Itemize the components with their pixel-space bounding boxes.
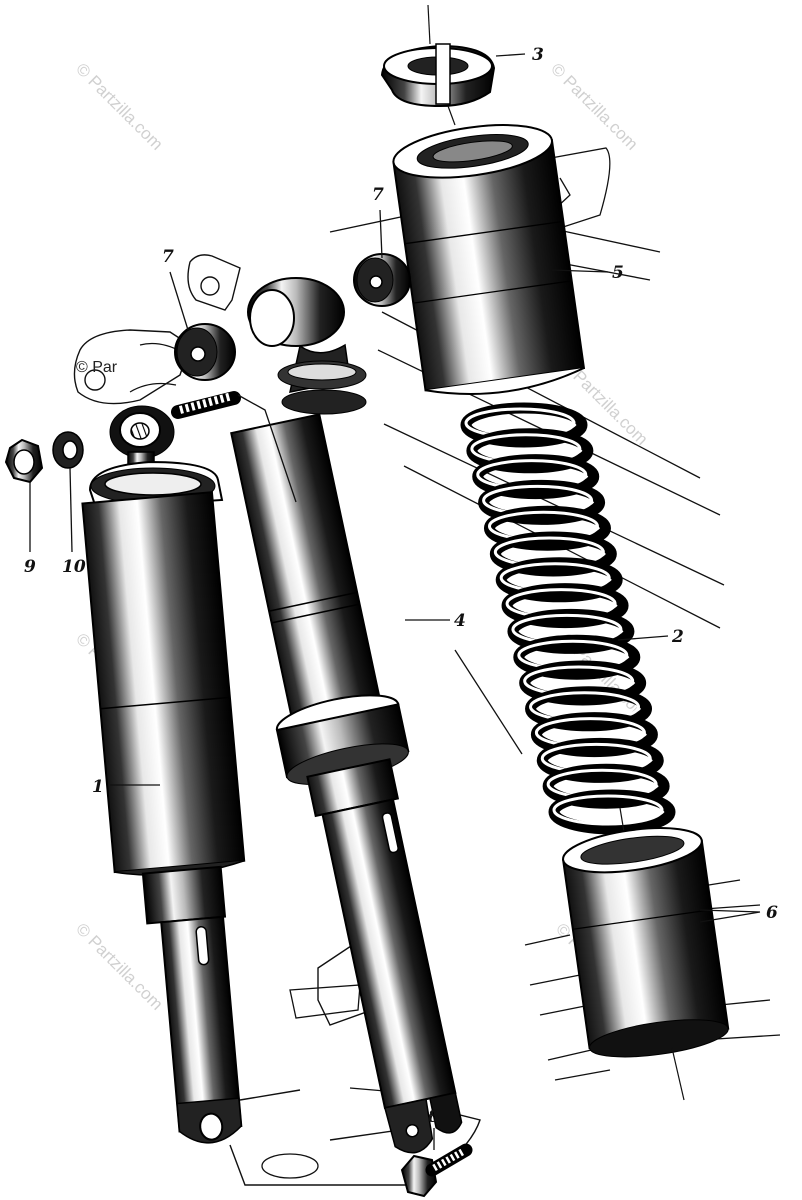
callout-10: 10 <box>62 557 86 577</box>
callout-labels: 3 5 7 7 2 4 6 1 8 9 10 <box>24 45 778 1127</box>
callout-7-right: 7 <box>372 185 384 205</box>
partial-watermark-text: © Par <box>76 359 118 376</box>
callout-9: 9 <box>24 557 36 577</box>
watermark-text: © Partzilla.com <box>72 59 166 153</box>
callout-1: 1 <box>92 777 104 797</box>
callout-4: 4 <box>454 611 466 631</box>
callout-2: 2 <box>671 627 684 647</box>
small-spring-bolt-part <box>171 391 297 503</box>
upper-cover-part <box>392 105 586 395</box>
lower-cover-part <box>561 807 730 1101</box>
spring-seat-part <box>380 4 496 108</box>
nut-part <box>4 438 44 484</box>
spring-coil-highlight <box>552 794 664 826</box>
leader-lines <box>29 53 761 1150</box>
watermark-text: © Partzilla.com <box>72 919 166 1013</box>
callout-6: 6 <box>766 903 778 923</box>
callout-8: 8 <box>427 1107 440 1127</box>
fork-leg-part <box>230 277 463 1154</box>
bolt-part <box>400 1143 473 1198</box>
shock-absorber-part <box>81 405 246 1144</box>
washer-part <box>52 431 84 469</box>
callout-5: 5 <box>612 263 624 283</box>
callout-7-left: 7 <box>162 247 174 267</box>
bushing-right-part <box>353 253 411 307</box>
coil-spring-part <box>460 402 676 835</box>
watermark-text: © Partzilla.com <box>547 59 641 153</box>
bushing-left-part <box>174 323 236 381</box>
callout-3: 3 <box>532 45 544 65</box>
